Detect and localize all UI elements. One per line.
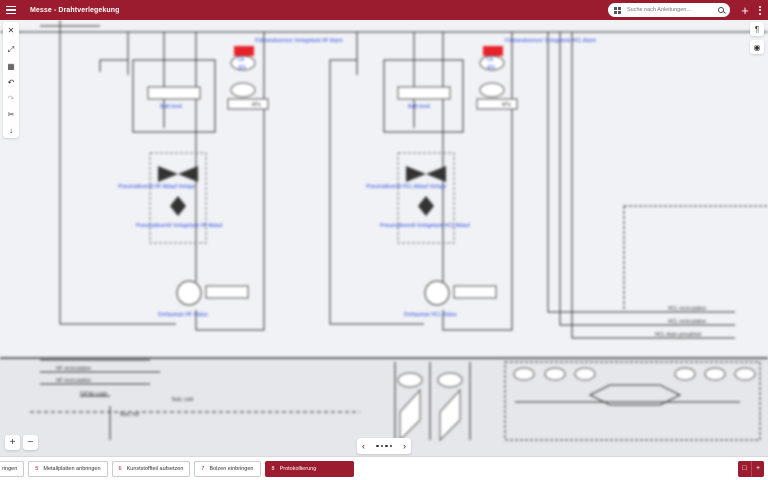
zoom-in-button[interactable]: + (5, 435, 20, 450)
cut-tool-icon[interactable]: ✂ (7, 109, 15, 119)
step-label: Protokollierung (279, 465, 317, 472)
step-label: Metallplatten anbringen (43, 465, 101, 472)
hcl-kpa-unit: kPa (502, 102, 511, 108)
redo-icon[interactable]: ↷ (7, 93, 15, 103)
eye-icon[interactable]: ◉ (750, 40, 764, 54)
more-options-icon[interactable] (758, 5, 762, 15)
menu-icon[interactable] (6, 3, 20, 17)
schematic-canvas[interactable]: Füllstandssensor Vorlagetank HF Alarm LA… (0, 20, 768, 456)
fit-screen-icon[interactable]: ⤢ (7, 45, 15, 54)
lower-label-4: fluid, cold (172, 397, 193, 403)
prev-page-button[interactable]: ‹ (362, 441, 365, 451)
right-line-label-2: HCL recirculation (668, 319, 706, 325)
hf-pump-label: Drehpumpe HF Status (158, 312, 208, 318)
hcl-pump-label: Drehpumpe HCL Status (404, 312, 457, 318)
lower-label-3: DEW cold (80, 392, 107, 398)
close-icon[interactable]: ✕ (7, 25, 15, 35)
pid-schematic: Füllstandssensor Vorlagetank HF Alarm LA… (0, 20, 768, 442)
hcl-alarm-label: Füllstandssensor Vorlagetank HCL Alarm (505, 38, 596, 44)
step-number: 8 (271, 465, 275, 472)
step-label: ringen (2, 465, 18, 472)
page-navigator: ‹ › (357, 438, 411, 454)
hf-bath-label: Bath level (160, 104, 182, 110)
grid-icon[interactable]: ▦ (7, 61, 15, 71)
step-label: Kunststoffteil aufsetzen (126, 465, 184, 472)
hcl-bath-label: Bath level (408, 104, 430, 110)
lower-label-5: fluid, hot (120, 412, 140, 418)
zoom-out-button[interactable]: − (23, 435, 38, 450)
step-label: Bolzen einbringen (209, 465, 254, 472)
paragraph-icon[interactable]: ¶ (750, 22, 764, 36)
hcl-la-label: LA (487, 57, 494, 63)
add-button[interactable]: + (741, 2, 749, 18)
hf-la-id: 301 (238, 65, 247, 71)
lower-label-2: HF recirculation (56, 378, 91, 384)
hf-alarm-label: Füllstandssensor Vorlagetank HF Alarm (255, 38, 343, 44)
add-step-button[interactable]: + (751, 460, 764, 477)
right-line-label-1: HCL recirculation (668, 306, 706, 312)
step-bar: ringen 5 Metallplatten anbringen 6 Kunst… (0, 456, 768, 480)
app-header: Messe - Drahtverlegekung + (0, 0, 768, 20)
hcl-valve1-label: Pneumatikventil HCL Ablauf Vorlage (366, 184, 446, 190)
step-tab[interactable]: ringen (0, 460, 25, 477)
step-tab[interactable]: 5 Metallplatten anbringen (28, 460, 108, 477)
left-toolbar: ✕ ⤢ ▦ ↶ ↷ ✂ ↓ (3, 22, 19, 138)
step-tab-active[interactable]: 8 Protokollierung (264, 460, 354, 477)
step-number: 7 (201, 465, 205, 472)
hcl-la-id: 401 (487, 65, 496, 71)
next-page-button[interactable]: › (403, 441, 406, 451)
apps-grid-icon (614, 6, 621, 14)
download-icon[interactable]: ↓ (9, 125, 13, 135)
search-icon[interactable] (718, 7, 724, 13)
hf-valve1-label: Pneumatikventil HF Ablauf Vorlage (118, 184, 195, 190)
lower-label-1: HF recirculation (56, 366, 91, 372)
step-tab[interactable]: 6 Kunststoffteil aufsetzen (111, 460, 191, 477)
hcl-valve2-label: Pneumatikventil Vorlagetank HCL Ablauf (380, 223, 470, 229)
right-toolbar: ¶ ◉ (750, 22, 764, 54)
hf-valve2-label: Pneumatikventil Vorlagetank HF Ablauf (136, 223, 223, 229)
step-number: 6 (118, 465, 122, 472)
step-tab[interactable]: 7 Bolzen einbringen (194, 460, 261, 477)
hf-kpa-unit: kPa (252, 102, 261, 108)
zoom-controls: + − (5, 435, 38, 450)
window-icon[interactable]: □ (738, 460, 751, 477)
hf-la-label: LA (238, 57, 245, 63)
search-box[interactable] (608, 3, 730, 17)
undo-icon[interactable]: ↶ (7, 77, 15, 87)
right-line-label-3: HCL drain presalinist (655, 332, 702, 338)
page-dots-icon (376, 444, 392, 448)
search-input[interactable] (627, 7, 712, 13)
step-actions: □ + (738, 460, 764, 477)
step-number: 5 (35, 465, 39, 472)
page-title: Messe - Drahtverlegekung (30, 6, 120, 14)
